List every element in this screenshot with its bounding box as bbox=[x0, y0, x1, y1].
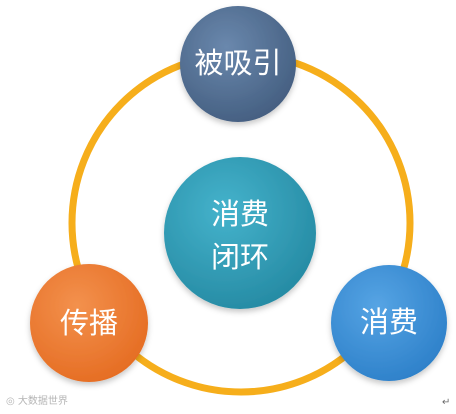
left-node-label: 传播 bbox=[60, 306, 118, 340]
right-node bbox=[331, 265, 447, 381]
center-node-circle bbox=[164, 157, 316, 309]
top-node-circle bbox=[180, 6, 296, 122]
center-node-label-line1: 消费 bbox=[211, 197, 269, 231]
left-node bbox=[30, 264, 148, 382]
center-node bbox=[164, 157, 316, 309]
top-node-label: 被吸引 bbox=[194, 46, 281, 80]
paragraph-return-icon: ↵ bbox=[442, 397, 451, 408]
right-node-label: 消费 bbox=[360, 305, 418, 339]
watermark-logo-icon: ◎ bbox=[6, 396, 15, 407]
right-node-circle bbox=[331, 265, 447, 381]
center-node-label-line2: 闭环 bbox=[211, 240, 269, 274]
top-node bbox=[180, 6, 296, 122]
watermark-text: 大数据世界 bbox=[17, 396, 68, 407]
watermark: ◎ 大数据世界 bbox=[6, 396, 68, 408]
left-node-circle bbox=[30, 264, 148, 382]
